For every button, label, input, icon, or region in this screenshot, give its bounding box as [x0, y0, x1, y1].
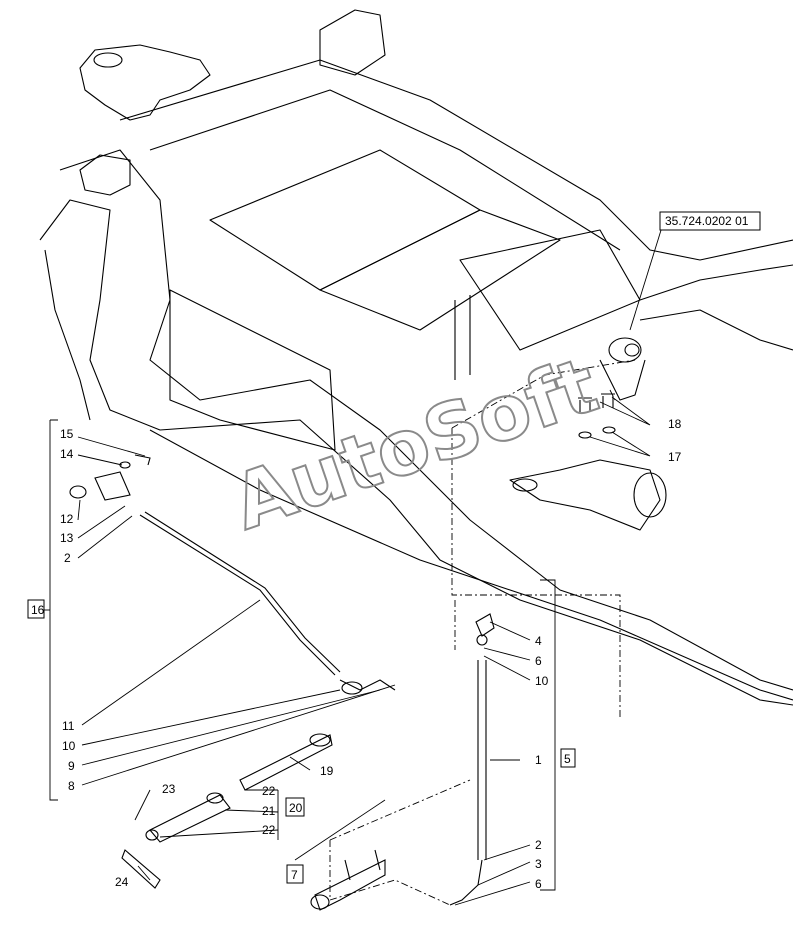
callout-2-left: 2: [64, 551, 71, 565]
linkage-drawing: [69, 454, 495, 911]
reference-label: 35.724.0202 01: [665, 214, 749, 228]
callout-20: 20: [289, 801, 303, 815]
callout-17: 17: [668, 450, 682, 464]
callout-19: 19: [320, 764, 334, 778]
callout-15: 15: [60, 427, 74, 441]
callout-16: 16: [31, 603, 45, 617]
reference-box: [659, 211, 761, 231]
callout-23: 23: [162, 782, 176, 796]
callout-14: 14: [60, 447, 74, 461]
callout-21: 21: [262, 804, 276, 818]
callout-6-bottom: 6: [535, 877, 542, 891]
callout-10-left: 10: [62, 739, 76, 753]
frame-drawing: [39, 9, 793, 706]
callout-13: 13: [60, 531, 74, 545]
callout-7: 7: [291, 868, 298, 882]
callout-box-7: [286, 864, 304, 884]
leader-lines: [40, 226, 663, 906]
callout-6-top: 6: [535, 654, 542, 668]
callout-9: 9: [68, 759, 75, 773]
callout-11: 11: [62, 719, 75, 733]
callout-box-5: [560, 748, 576, 768]
watermark-text: AutoSoft: [222, 340, 608, 547]
callout-22-bottom: 22: [262, 823, 276, 837]
callout-22-top: 22: [262, 784, 276, 798]
phantom-lines: [329, 359, 636, 906]
callout-labels: 15 14 12 13 2 16 11 10 9 8 19 23 22 21 2…: [31, 417, 682, 891]
callout-box-20: [285, 797, 305, 817]
callout-1: 1: [535, 753, 542, 767]
callout-3: 3: [535, 857, 542, 871]
callout-12: 12: [60, 512, 74, 526]
callout-4: 4: [535, 634, 542, 648]
callout-box-16: [27, 599, 45, 619]
callout-5: 5: [564, 752, 571, 766]
callout-18: 18: [668, 417, 682, 431]
callout-24: 24: [115, 875, 129, 889]
callout-8: 8: [68, 779, 75, 793]
callout-10-right: 10: [535, 674, 549, 688]
callout-2-right: 2: [535, 838, 542, 852]
